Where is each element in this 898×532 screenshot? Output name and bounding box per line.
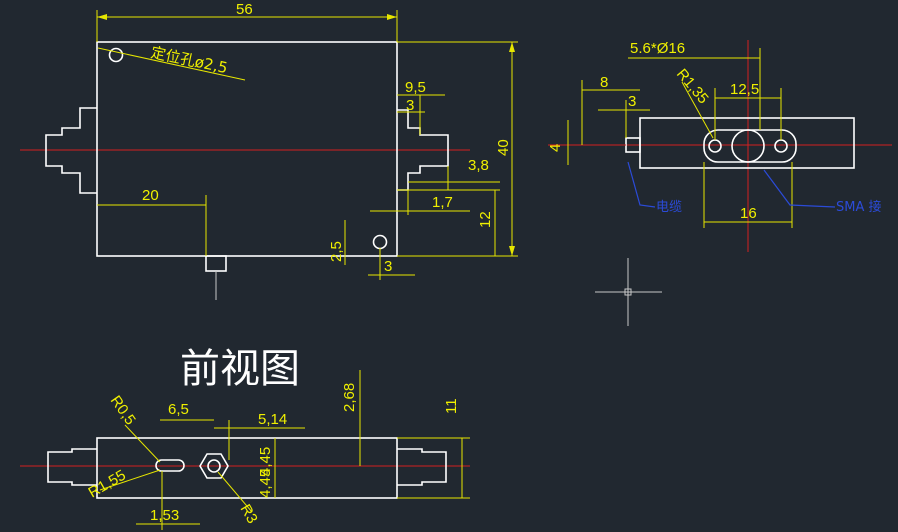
sma-mount-hole-left — [708, 139, 722, 153]
dim-text-56: 56 — [236, 1, 253, 18]
dim-text-12-5: 12,5 — [730, 81, 759, 98]
front-cable-stub — [205, 255, 227, 272]
bottom-view: R0,5 6,5 5,14 4,45 4,45 2,68 11 R1,55 1,… — [20, 370, 470, 530]
dim-text-5-6-16: 5.6*Ø16 — [630, 40, 685, 57]
front-right-connector — [397, 109, 449, 191]
dim-text-8: 8 — [600, 74, 608, 91]
dim-leader-r3 — [217, 471, 253, 513]
front-left-connector — [45, 107, 97, 194]
dim-text-12: 12 — [477, 211, 494, 228]
front-body-outline — [96, 41, 398, 257]
dim-text-3-top: 3 — [406, 97, 414, 114]
side-body-outline — [639, 117, 855, 169]
dim-text-16: 16 — [740, 205, 757, 222]
bottom-slot — [155, 459, 185, 472]
dim-text-1-7: 1,7 — [432, 194, 453, 211]
crosshair-cursor-icon — [595, 258, 662, 326]
bottom-right-connector — [397, 448, 447, 486]
callout-leader-cable — [627, 161, 656, 208]
dim-text-r0-5: R0,5 — [107, 393, 139, 429]
hole-leader-line — [97, 47, 246, 81]
dim-text-1-53: 1,53 — [150, 507, 179, 524]
dim-arrow — [97, 14, 107, 20]
dim-arrow — [509, 246, 515, 256]
dim-text-r3: R3 — [237, 502, 261, 527]
sma-flange-outline — [703, 129, 797, 163]
dim-text-11: 11 — [443, 398, 460, 414]
dim-leader-r0-5 — [124, 424, 161, 463]
dim-text-3-bottom: 3 — [384, 258, 392, 275]
front-locating-hole-bottom — [372, 234, 388, 250]
bottom-left-connector — [47, 448, 97, 486]
callout-sma-label: SMA 接 — [836, 199, 882, 215]
dim-text-4-45-top: 4,45 — [257, 447, 274, 476]
dim-text-r1-55: R1,55 — [86, 467, 129, 502]
bottom-hex-bore — [207, 459, 221, 473]
front-view: 56 定位孔ø2,5 40 9,5 3 3,8 1,7 12 20 — [20, 1, 518, 392]
dim-text-2-68: 2,68 — [341, 383, 358, 412]
dim-leader-r1-55 — [99, 469, 161, 491]
dim-text-3-8: 3,8 — [468, 157, 489, 174]
dim-text-4-45-bottom: 4,45 — [257, 469, 274, 498]
dim-arrow — [509, 42, 515, 52]
callout-cable-label: 电缆 — [656, 199, 682, 215]
dim-text-9-5: 9,5 — [405, 79, 426, 96]
dim-arrow — [387, 14, 397, 20]
sma-center-circle — [731, 129, 765, 163]
side-view: 5.6*Ø16 8 3 4 R1,35 12,5 16 电缆 SMA 接 — [547, 40, 892, 252]
dim-text-2-5: 2,5 — [328, 241, 345, 262]
callout-leader-sma — [763, 169, 836, 208]
dim-text-4: 4 — [547, 144, 564, 152]
bottom-body-outline — [96, 437, 398, 499]
sma-mount-hole-right — [774, 139, 788, 153]
dim-text-20: 20 — [142, 187, 159, 204]
dim-text-3-side: 3 — [628, 93, 636, 110]
dim-text-6-5: 6,5 — [168, 401, 189, 418]
hole-label: 定位孔ø2,5 — [149, 43, 229, 77]
front-view-title: 前视图 — [180, 346, 300, 392]
front-locating-hole-top — [108, 47, 124, 63]
dim-leader-r1-35 — [681, 81, 714, 139]
bottom-hex-nut — [199, 453, 229, 479]
dim-text-40: 40 — [495, 139, 512, 156]
dim-text-5-14: 5,14 — [258, 411, 287, 428]
